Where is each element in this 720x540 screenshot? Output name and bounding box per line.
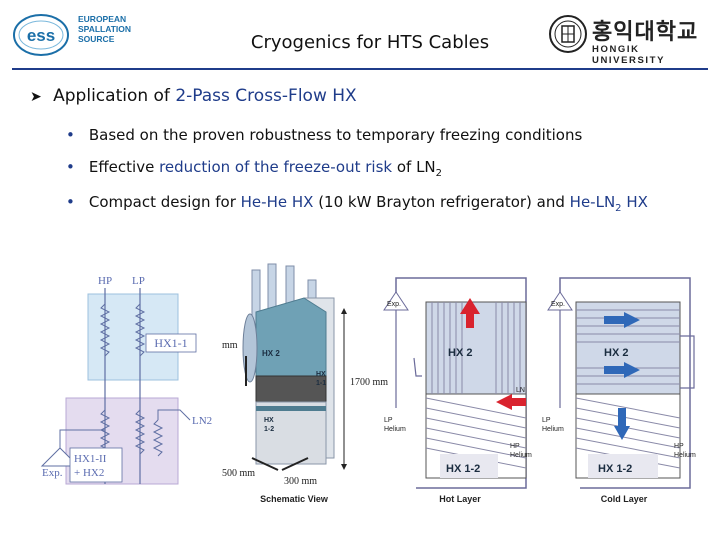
main-bullet: ➤ Application of 2-Pass Cross-Flow HX xyxy=(30,86,357,106)
hongik-emblem-icon xyxy=(548,14,588,54)
bullet-text-segment: HX xyxy=(622,193,648,211)
bullet-item: • Effective reduction of the freeze-out r… xyxy=(66,158,706,179)
cold-layer-caption: Cold Layer xyxy=(601,494,648,504)
bullet-text-segment: Effective xyxy=(89,158,159,176)
ess-line3: SOURCE xyxy=(78,34,131,44)
heading-highlight: 2-Pass Cross-Flow HX xyxy=(175,86,356,106)
ess-logo-mark: ess xyxy=(10,10,72,60)
ess-line1: EUROPEAN xyxy=(78,14,131,24)
cold-exp-label: Exp. xyxy=(551,301,565,308)
cold-hx2-label: HX 2 xyxy=(604,347,628,359)
cold-hx1-2-label: HX 1-2 xyxy=(598,463,632,475)
bullet-text-segment: He-He HX xyxy=(241,193,314,211)
bullet-text-segment: reduction of the freeze-out risk xyxy=(159,158,392,176)
hx1-2-label-line1: HX1-II xyxy=(74,453,107,465)
hot-ln-label: LN xyxy=(516,387,525,394)
hongik-korean: 홍익대학교 xyxy=(592,14,698,46)
bullet-item: • Based on the proven robustness to tempo… xyxy=(66,126,706,144)
hongik-logo: 홍익대학교 HONGIK UNIVERSITY xyxy=(548,12,713,62)
bullet-text-segment: He-LN xyxy=(570,193,616,211)
bullet-item: • Compact design for He-He HX (10 kW Bray… xyxy=(66,193,706,214)
schematic-hx2-label: HX 2 xyxy=(262,349,280,358)
bullet-dot-icon: • xyxy=(66,193,75,211)
arrow-bullet-icon: ➤ xyxy=(30,89,42,105)
bullet-text-segment: (10 kW Brayton refrigerator) and xyxy=(313,193,569,211)
hp-label: HP xyxy=(98,275,112,287)
hot-hx2-label: HX 2 xyxy=(448,347,472,359)
header: ess EUROPEAN SPALLATION SOURCE Cryogenic… xyxy=(0,0,720,70)
hongik-english: HONGIK UNIVERSITY xyxy=(592,44,713,66)
hot-hx1-2-label: HX 1-2 xyxy=(446,463,480,475)
process-flow-diagram: HP LP HX1-1 LN2 Exp. HX1-II + HX2 xyxy=(30,270,230,500)
schematic-width-b-label: 300 mm xyxy=(284,476,317,487)
hot-layer-caption: Hot Layer xyxy=(439,494,481,504)
exp-label: Exp. xyxy=(42,467,63,479)
svg-text:ess: ess xyxy=(27,26,55,45)
bullet-text-segment: 2 xyxy=(436,168,442,179)
page-title: Cryogenics for HTS Cables xyxy=(170,32,570,53)
hx1-2-label-line2: + HX2 xyxy=(74,467,104,479)
lp-label: LP xyxy=(132,275,145,287)
bullet-dot-icon: • xyxy=(66,126,75,144)
header-divider xyxy=(12,68,708,70)
hot-exp-label: Exp. xyxy=(387,301,401,308)
bullet-text-segment: Compact design for xyxy=(89,193,241,211)
heading-prefix: Application of xyxy=(53,86,175,106)
bullet-text-segment: Based on the proven robustness to tempor… xyxy=(89,126,582,144)
schematic-width-a-label: 500 mm xyxy=(222,468,255,479)
schematic-caption: Schematic View xyxy=(260,494,329,504)
bullet-dot-icon: • xyxy=(66,158,75,176)
ln2-label: LN2 xyxy=(192,415,212,427)
schematic-mm-label: mm xyxy=(222,340,238,351)
bullet-text-segment: of LN xyxy=(392,158,436,176)
ess-line2: SPALLATION xyxy=(78,24,131,34)
ess-logo: ess EUROPEAN SPALLATION SOURCE xyxy=(10,10,150,60)
hx1-1-label: HX1-1 xyxy=(154,336,187,350)
bullet-list: • Based on the proven robustness to tempo… xyxy=(66,126,706,228)
